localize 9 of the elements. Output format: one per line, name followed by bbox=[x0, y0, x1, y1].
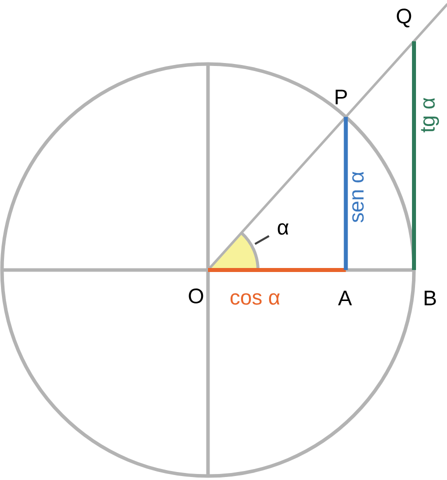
segment-label: sen α bbox=[352, 172, 364, 222]
angle-label: α bbox=[278, 223, 288, 235]
point-label: O bbox=[188, 288, 204, 304]
point-label: A bbox=[338, 290, 352, 306]
segment-label: tg α bbox=[421, 98, 439, 132]
point-label: Q bbox=[396, 8, 412, 28]
segment-label: cos α bbox=[230, 293, 280, 305]
point-label: B bbox=[424, 290, 436, 306]
point-label: P bbox=[336, 90, 347, 104]
